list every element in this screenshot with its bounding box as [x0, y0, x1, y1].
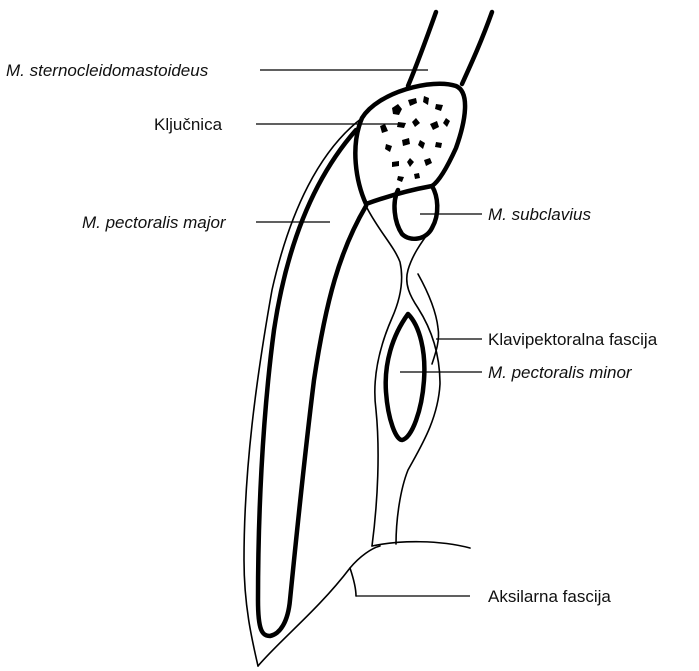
label-sternocleidomastoideus: M. sternocleidomastoideus — [6, 61, 209, 80]
label-subclavius: M. subclavius — [488, 205, 591, 224]
clavipectoral-fascia — [366, 206, 440, 546]
clavicle-trabecular-pattern — [380, 96, 450, 182]
sternocleidomastoid-muscle — [408, 12, 492, 86]
label-pectoralis-major: M. pectoralis major — [82, 213, 227, 232]
leader-lines — [256, 70, 482, 596]
clavicle-bone — [355, 84, 465, 204]
label-kljucnica: Ključnica — [154, 115, 223, 134]
pectoralis-minor-muscle — [386, 314, 425, 440]
label-aksilarna-fascija: Aksilarna fascija — [488, 587, 611, 606]
pectoralis-major-muscle — [244, 118, 380, 666]
axillary-fascia — [350, 542, 470, 596]
label-pectoralis-minor: M. pectoralis minor — [488, 363, 633, 382]
label-klavipektoralna-fascija: Klavipektoralna fascija — [488, 330, 658, 349]
